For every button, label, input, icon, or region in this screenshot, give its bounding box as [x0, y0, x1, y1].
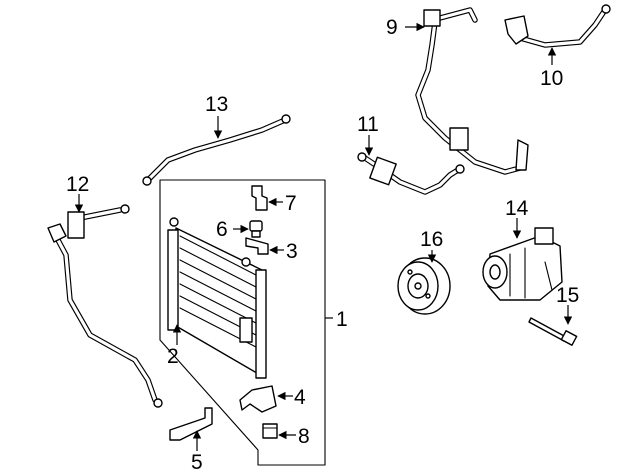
callout-15: 15: [556, 284, 579, 307]
part-5-bracket: [169, 407, 213, 441]
part-15-bolt: [528, 317, 578, 346]
part-9-suction-hose: [415, 7, 529, 175]
callout-12: 12: [66, 173, 89, 196]
callout-16: 16: [420, 228, 443, 251]
callout-8: 8: [298, 425, 310, 448]
part-13-tube: [142, 114, 291, 186]
callout-9: 9: [386, 16, 398, 39]
part-11-discharge-hose: [357, 152, 465, 195]
callout-7: 7: [285, 192, 297, 215]
callout-3: 3: [286, 240, 298, 263]
part-2-condenser: [167, 217, 267, 379]
part-7-bracket: [251, 185, 268, 211]
part-12-liquid-line: [47, 204, 163, 408]
callout-11: 11: [357, 113, 379, 136]
callout-2: 2: [167, 345, 179, 368]
part-16-clutch-pulley: [397, 257, 451, 315]
part-10-hose: [504, 4, 611, 48]
callout-5: 5: [191, 451, 203, 471]
part-6-cushion: [249, 220, 263, 238]
callout-10: 10: [540, 67, 563, 90]
callout-4: 4: [294, 386, 306, 409]
part-3-bracket: [245, 237, 269, 255]
callout-14: 14: [505, 197, 529, 220]
callout-6: 6: [216, 218, 228, 241]
callout-13: 13: [205, 93, 228, 116]
part-14-compressor: [482, 227, 563, 301]
part-8-cushion: [262, 423, 278, 439]
part-4-bracket: [239, 385, 277, 413]
assembly-bracket-frame: [159, 179, 326, 466]
callout-1: 1: [336, 308, 348, 331]
